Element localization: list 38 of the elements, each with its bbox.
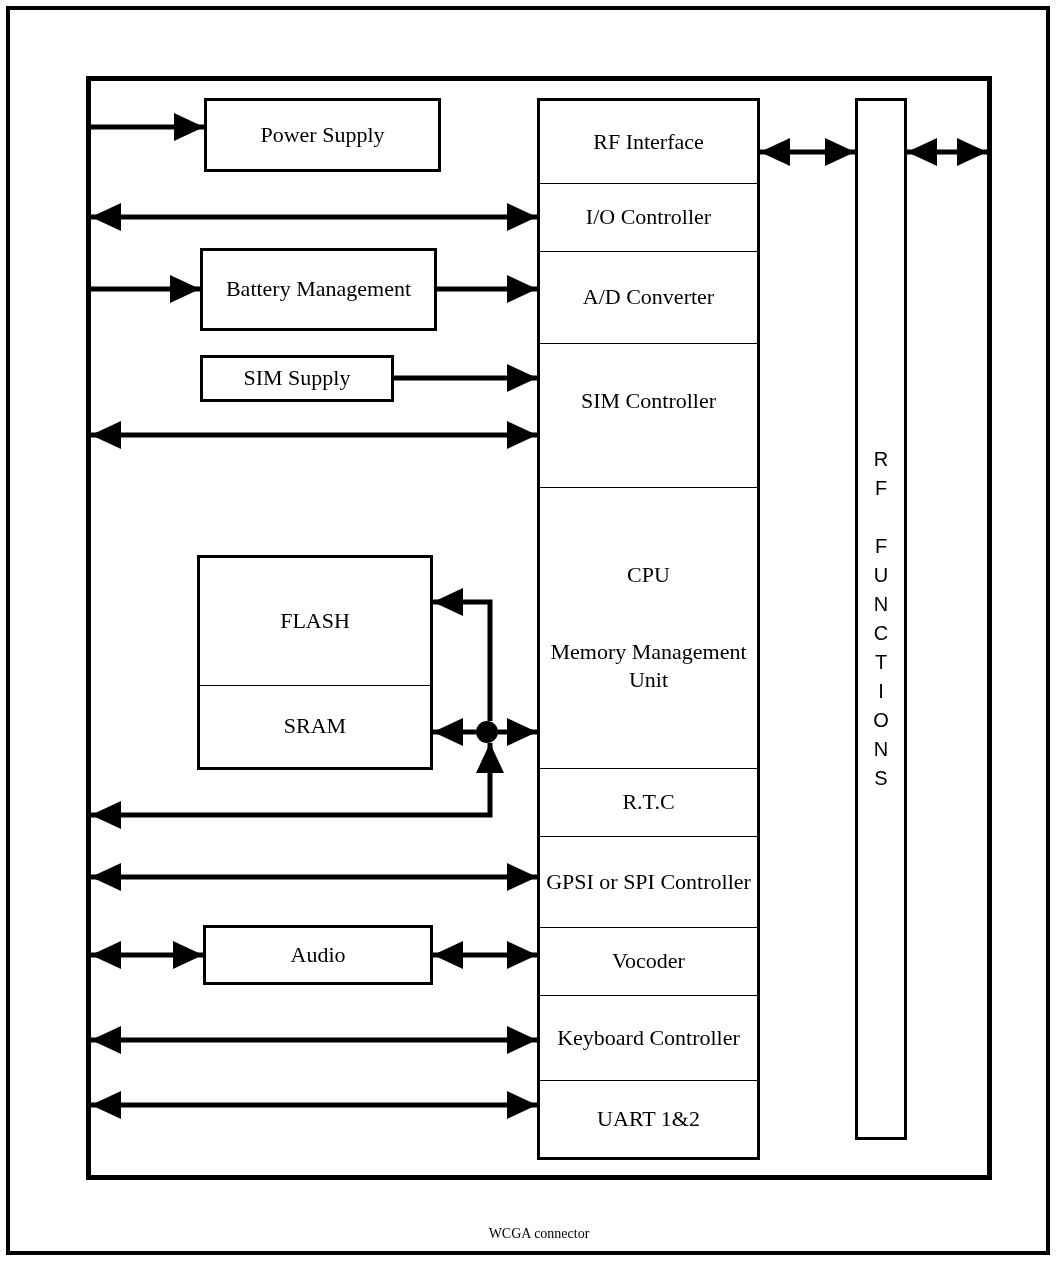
block-label: SRAM (282, 711, 348, 740)
block-label: R.T.C (621, 788, 676, 817)
block-label: A/D Converter (581, 283, 716, 312)
chip-cell (537, 343, 760, 487)
block-label: Vocoder (611, 947, 686, 976)
block-label: Battery Management (224, 275, 413, 304)
block-label: Audio (289, 940, 347, 969)
chip-cell (537, 251, 760, 343)
block-label: UART 1&2 (596, 1104, 701, 1133)
vertical-label: RF FUNCTIONS (873, 447, 889, 791)
vertical-bar (855, 98, 907, 1140)
block-label: Power Supply (259, 120, 386, 149)
chip-cell (537, 183, 760, 251)
block-label: Memory Management Unit (549, 637, 748, 695)
chip-cell (537, 927, 760, 995)
module-outline (86, 76, 992, 1180)
block-box (203, 925, 433, 985)
block-label: I/O Controller (584, 203, 713, 232)
block-label: FLASH (279, 607, 351, 636)
block-label: RF Interface (592, 127, 705, 156)
chip-cell (537, 836, 760, 927)
memory-block (197, 685, 433, 770)
chip-cell (537, 768, 760, 836)
chip-cell (537, 98, 760, 183)
block-label: Keyboard Controller (556, 1023, 741, 1052)
block-box (200, 248, 437, 331)
block-label: SIM Supply (242, 364, 352, 393)
block-label: SIM Controller (579, 387, 718, 416)
block-box (200, 355, 394, 402)
caption-text: WCGA connector (487, 1226, 591, 1242)
block-box (204, 98, 441, 172)
chip-cell (537, 1080, 760, 1160)
memory-block (197, 555, 433, 686)
junction-dot (476, 721, 498, 743)
block-label: CPU (626, 561, 671, 590)
chip-cell (537, 995, 760, 1080)
chip-cell (537, 487, 760, 768)
block-label: GPSI or SPI Controller (545, 867, 752, 896)
